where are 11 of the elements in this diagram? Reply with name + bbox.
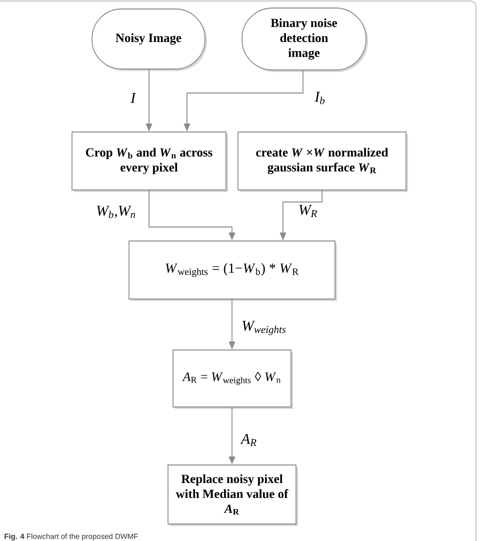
edge-label: I [130, 92, 136, 104]
edge-label: I$_{b}$ [314, 90, 326, 106]
edge-label: W$_{b}$,W$_{n}$ [94, 204, 138, 220]
edge-label: W$_{weights}$ [240, 320, 288, 336]
process-box: Replace noisy pixel with Median value of A$_{R}$ [168, 464, 298, 526]
process-box: W$_{weights}$ = (1−W$_{b}$) *W$_{R}$ [128, 240, 337, 301]
process-box: A$_{R}$ = W$_{weights}$ ◊ W$_{n}$ [172, 350, 293, 409]
process-box: create W ×W normalized gaussian surface W$_{R}$ [238, 132, 408, 192]
edge-label: W$_{R}$ [297, 204, 319, 218]
process-box: Crop W$_{b}$ and W$_{n}$ across every pixel [72, 132, 228, 192]
edge-label: A$_{R}$ [240, 433, 258, 447]
